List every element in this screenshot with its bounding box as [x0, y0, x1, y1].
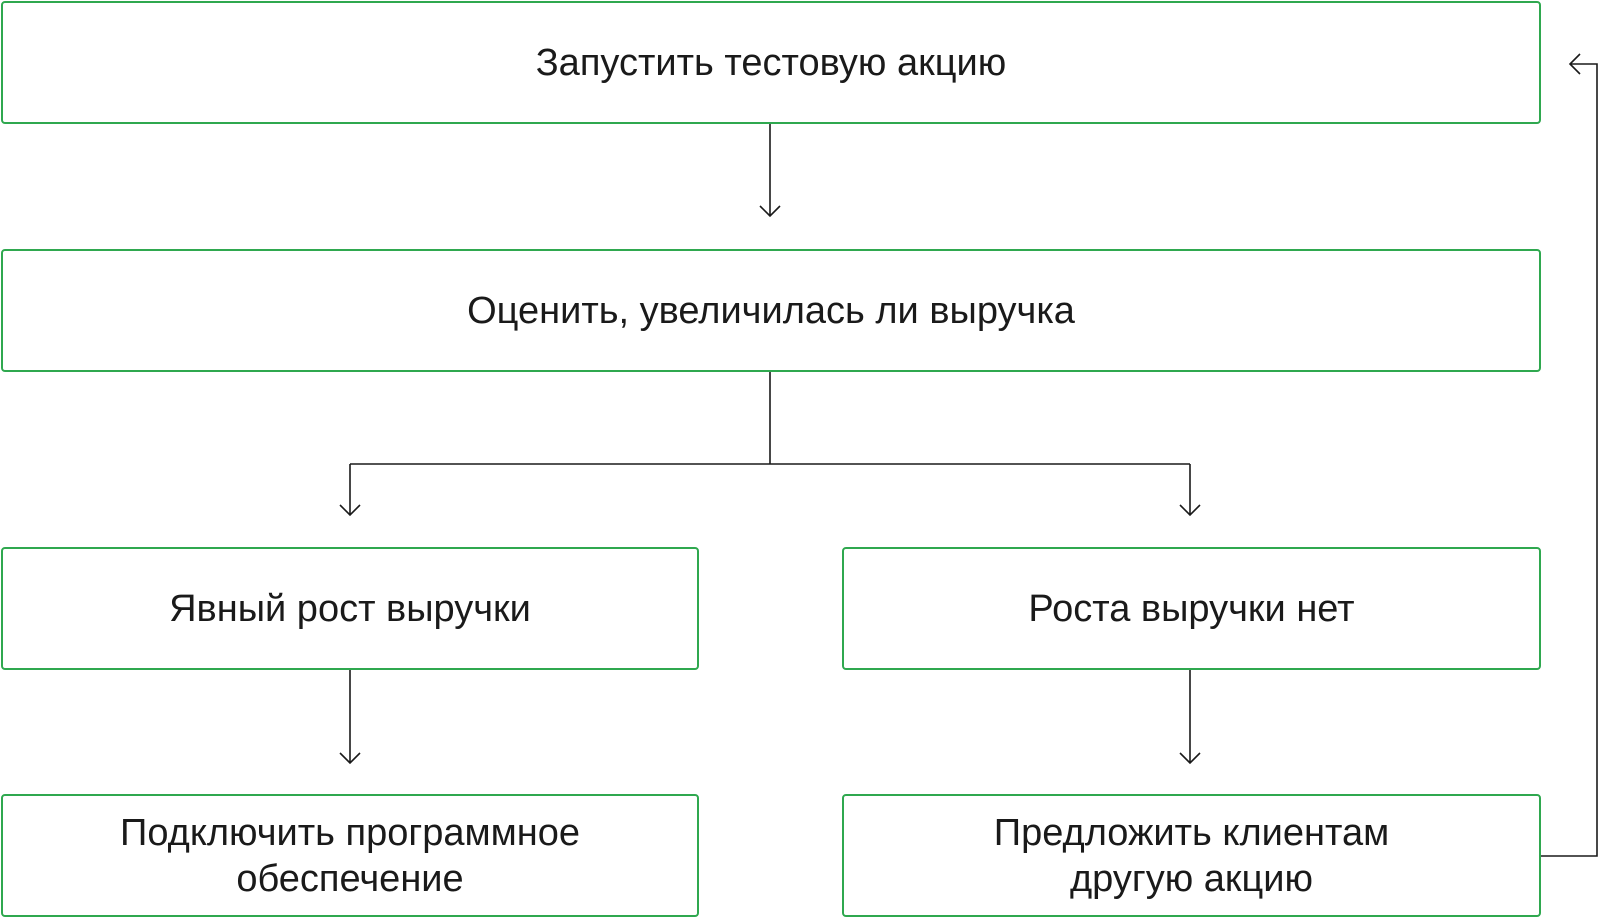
- node-start-label: Запустить тестовую акцию: [535, 41, 1007, 84]
- node-no-growth: Роста выручки нет: [842, 547, 1541, 670]
- edge-evaluate-growth: [339, 464, 361, 517]
- edge-no-growth-other-promo: [1179, 670, 1201, 765]
- edge-growth-software: [339, 670, 361, 765]
- node-evaluate: Оценить, увеличилась ли выручка: [1, 249, 1541, 372]
- node-software-label: Подключить программное обеспечение: [120, 811, 580, 900]
- node-other-promo: Предложить клиентам другую акцию: [842, 794, 1541, 917]
- edge-evaluate-no-growth: [1179, 464, 1201, 517]
- node-other-promo-label: Предложить клиентам другую акцию: [993, 811, 1390, 900]
- node-start: Запустить тестовую акцию: [1, 1, 1541, 124]
- node-growth: Явный рост выручки: [1, 547, 699, 670]
- node-no-growth-label: Роста выручки нет: [1028, 587, 1355, 630]
- node-evaluate-label: Оценить, увеличилась ли выручка: [467, 289, 1075, 332]
- node-software: Подключить программное обеспечение: [1, 794, 699, 917]
- edge-evaluate-branch: [350, 372, 1190, 465]
- node-growth-label: Явный рост выручки: [169, 587, 531, 630]
- edge-start-evaluate: [759, 124, 781, 218]
- edge-loop-back: [1541, 53, 1598, 857]
